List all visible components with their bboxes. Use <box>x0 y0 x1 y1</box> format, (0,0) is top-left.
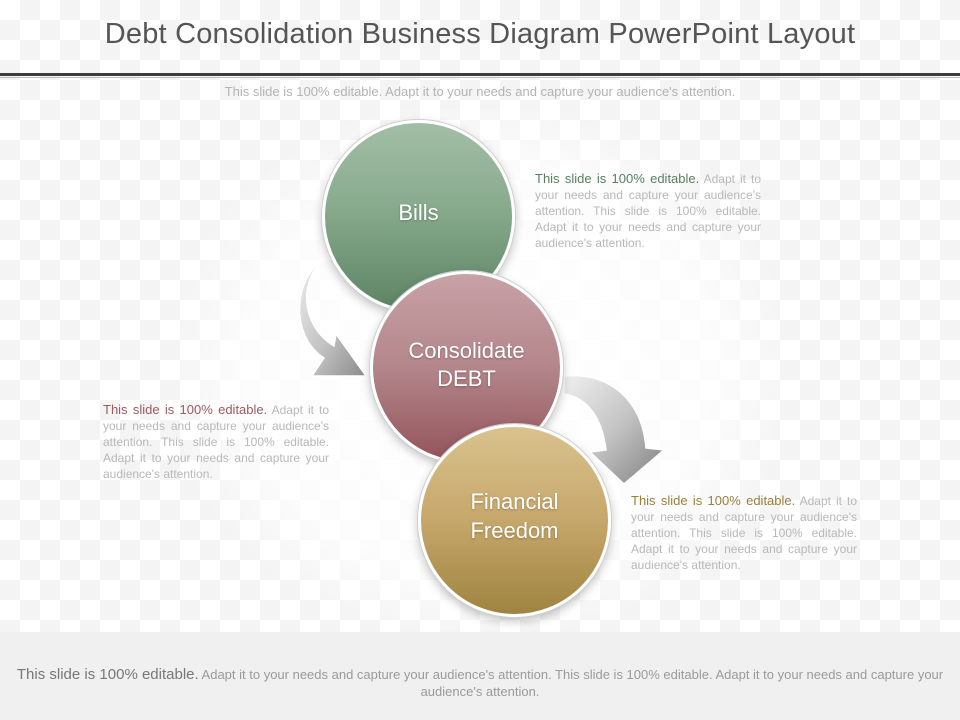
title-divider-thin <box>0 77 960 78</box>
page-title: Debt Consolidation Business Diagram Powe… <box>104 18 856 50</box>
freedom-description: This slide is 100% editable. Adapt it to… <box>631 493 857 572</box>
financial-freedom-label: Financial Freedom <box>470 488 559 543</box>
consolidate-description: This slide is 100% editable. Adapt it to… <box>103 402 329 481</box>
bills-label: Bills <box>398 199 439 225</box>
curved-arrow-icon <box>298 257 368 377</box>
curved-arrow-icon <box>563 374 666 486</box>
consolidate-debt-label: Consolidate DEBT <box>408 337 525 391</box>
footer-text: This slide is 100% editable. Adapt it to… <box>16 666 944 699</box>
title-divider <box>0 73 960 76</box>
bills-description: This slide is 100% editable. Adapt it to… <box>535 171 761 250</box>
footer-bar: This slide is 100% editable. Adapt it to… <box>0 632 960 720</box>
page-subtitle: This slide is 100% editable. Adapt it to… <box>224 84 736 99</box>
financial-freedom-circle: Financial Freedom <box>418 424 611 617</box>
